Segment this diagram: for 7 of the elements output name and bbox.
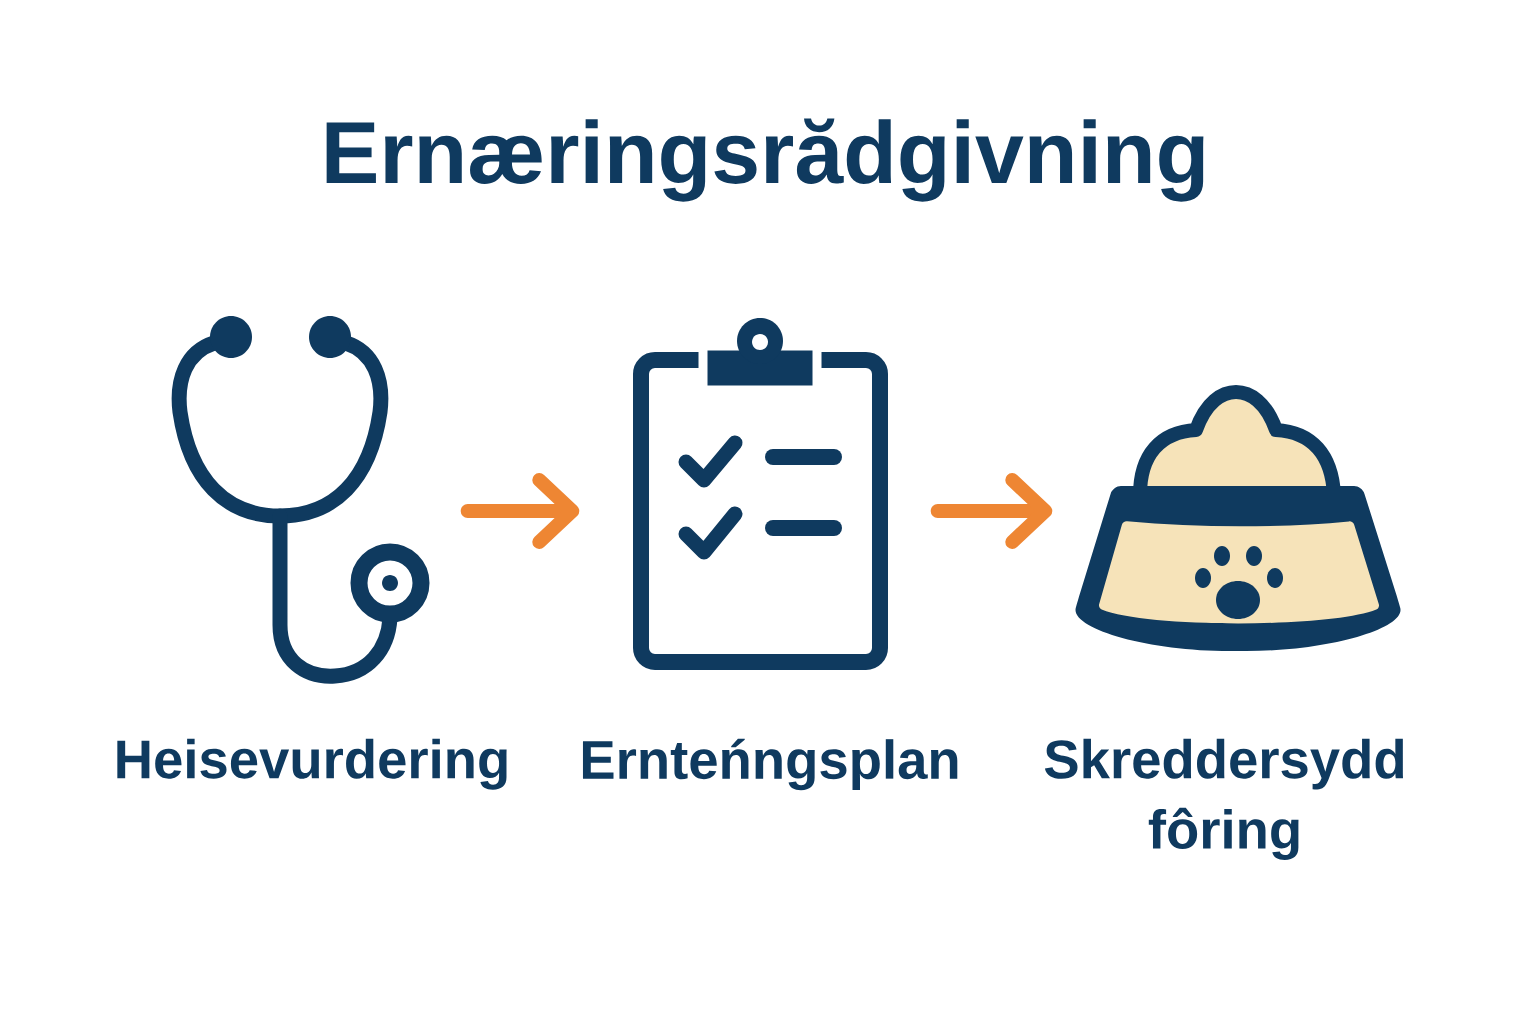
stethoscope-icon	[171, 316, 430, 684]
food-bowl-icon	[1075, 385, 1401, 651]
step-caption: Ernteńngsplan	[582, 738, 958, 791]
step-caption: Skreddersydd fôring	[1044, 738, 1403, 860]
clipboard-icon	[633, 318, 888, 670]
title: Ernæringsrădgivning	[326, 118, 1204, 202]
step-caption: Heisevurdering	[117, 738, 507, 790]
